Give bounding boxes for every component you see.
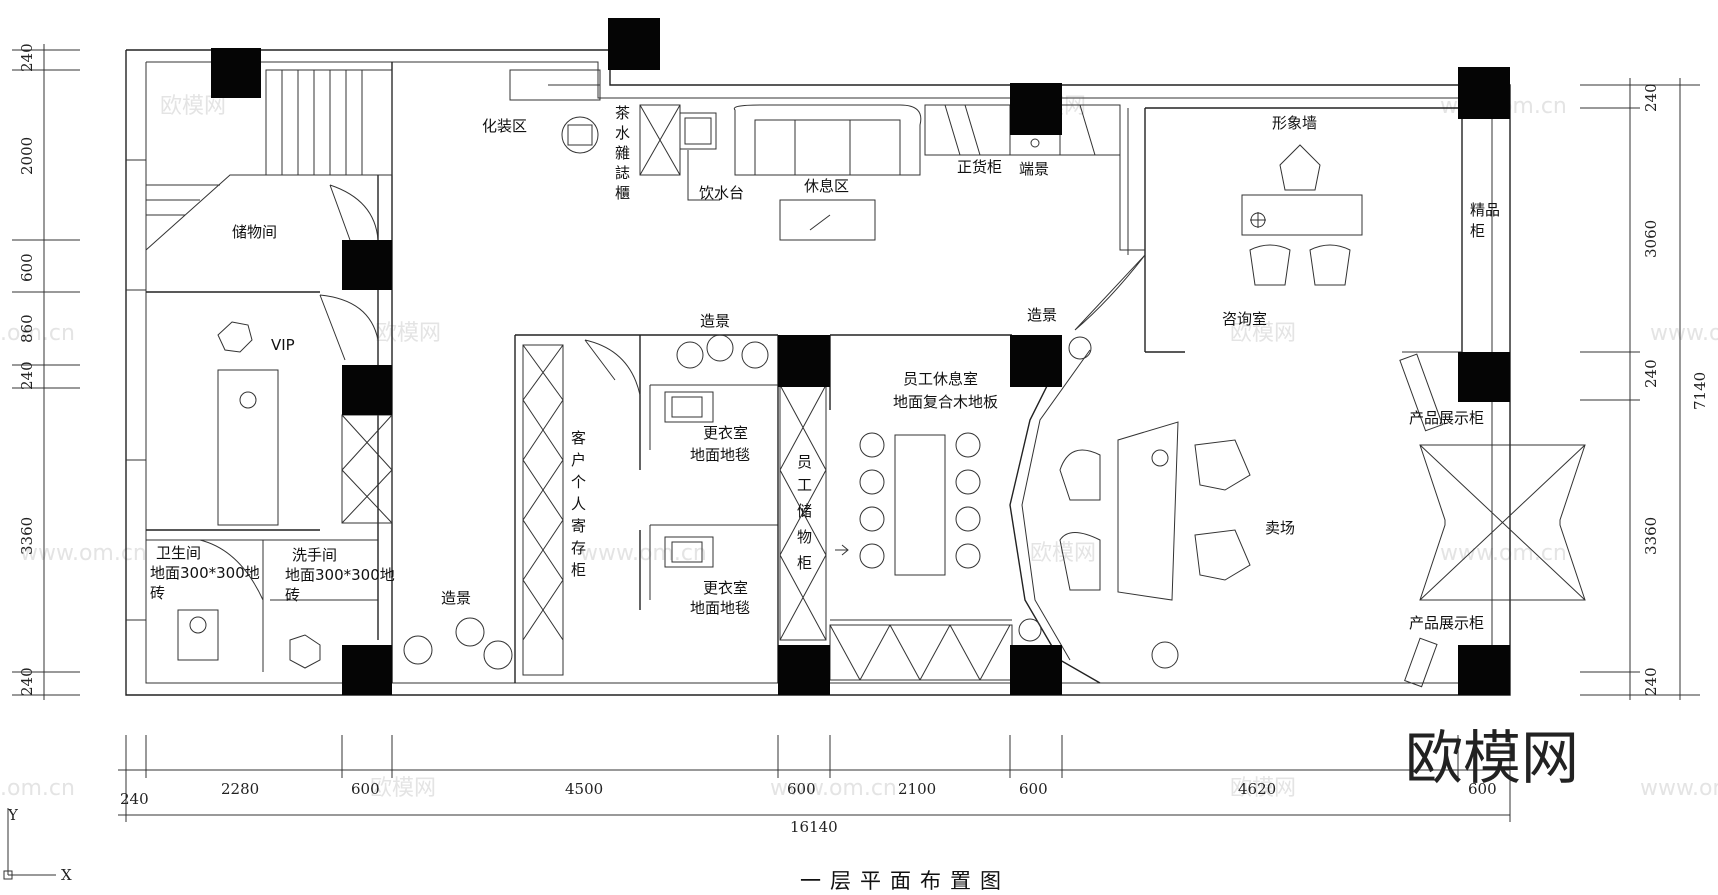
dimension-right: 240 3060 240 3360 240 7140 — [1580, 78, 1709, 700]
label-image-wall: 形象墙 — [1272, 114, 1317, 132]
dim-label: 240 — [1642, 83, 1660, 112]
dim-label: 600 — [351, 780, 380, 798]
watermark: 欧模网 — [160, 94, 226, 119]
dimension-left: 240 2000 600 860 240 3360 240 — [12, 43, 80, 700]
label-tea: 水 — [615, 124, 630, 142]
axis-indicator: Y X — [3, 806, 72, 884]
columns — [211, 18, 1510, 695]
label-storage: 储物间 — [232, 223, 277, 241]
label-locker: 存 — [571, 539, 586, 557]
label-wash-floor: 砖 — [285, 586, 300, 604]
brand-watermark: 欧模网 — [1405, 724, 1579, 792]
label-changing: 更衣室 — [703, 579, 748, 597]
label-staff-cabinet: 柜 — [797, 554, 812, 572]
label-washroom: 洗手间 — [292, 546, 337, 564]
label-water: 饮水台 — [699, 184, 744, 202]
dim-label: 600 — [1019, 780, 1048, 798]
label-wc-floor: 地面300*300地 — [150, 564, 260, 582]
watermark: www.om.cn — [770, 776, 897, 801]
label-product-cabinet: 产品展示柜 — [1409, 409, 1484, 427]
dim-label: 4500 — [565, 780, 603, 798]
label-lounge: 休息区 — [804, 177, 849, 195]
interior-walls — [145, 62, 1470, 684]
label-feature: 造景 — [1027, 306, 1057, 324]
label-goods-cabinet: 正货柜 — [957, 158, 1002, 176]
label-changing-floor: 地面地毯 — [690, 599, 750, 617]
dim-label: 3060 — [1642, 220, 1660, 258]
dim-total: 16140 — [790, 818, 838, 836]
label-staff-floor: 地面复合木地板 — [893, 393, 998, 411]
label-wc: 卫生间 — [156, 544, 201, 562]
dim-label: 600 — [1468, 780, 1497, 798]
drawing-title: 一层平面布置图 — [800, 869, 1010, 893]
label-wash-floor: 地面300*300地 — [285, 566, 395, 584]
dim-label: 240 — [18, 667, 36, 696]
watermark: www.om.cn — [20, 541, 147, 566]
watermark: www.om.cn — [1640, 776, 1718, 801]
dim-label: 3360 — [1642, 517, 1660, 555]
watermark: .om.cn — [0, 321, 75, 346]
dim-label: 600 — [18, 253, 36, 282]
dim-label: 2280 — [221, 780, 259, 798]
watermark: .om.cn — [0, 776, 75, 801]
room-labels: 化装区 茶 水 雜 誌 櫃 饮水台 休息区 正货柜 端景 形象墙 精品 柜 储物… — [150, 104, 1500, 632]
label-vip: VIP — [271, 336, 295, 354]
dim-label: 240 — [1642, 667, 1660, 696]
label-tea: 誌 — [615, 164, 630, 182]
dim-label: 240 — [120, 790, 149, 808]
label-feature: 造景 — [700, 312, 730, 330]
label-boutique: 精品 — [1470, 201, 1500, 219]
watermark: 欧模网 — [1230, 776, 1296, 801]
label-changing-floor: 地面地毯 — [690, 446, 750, 464]
label-sales: 卖场 — [1265, 519, 1295, 537]
label-locker: 人 — [571, 495, 586, 513]
label-locker: 柜 — [571, 561, 586, 579]
label-staff-cabinet: 物 — [797, 528, 812, 546]
axis-x-label: X — [61, 866, 72, 884]
label-boutique: 柜 — [1470, 222, 1485, 240]
dim-total-right: 7140 — [1691, 372, 1709, 410]
watermark: 欧模网 — [375, 321, 441, 346]
dim-label: 860 — [18, 314, 36, 343]
dim-label: 3360 — [18, 517, 36, 555]
label-locker: 寄 — [571, 517, 586, 535]
furniture — [177, 104, 1586, 688]
label-staff-cabinet: 工 — [797, 476, 812, 494]
watermark: 欧模网 — [370, 776, 436, 801]
watermark: www.om.cn — [1440, 541, 1567, 566]
dim-label: 240 — [18, 361, 36, 390]
label-tea: 茶 — [615, 104, 630, 122]
label-end-display: 端景 — [1019, 160, 1049, 178]
label-locker: 客 — [571, 429, 586, 447]
label-locker: 个 — [571, 473, 586, 491]
dim-label: 240 — [1642, 359, 1660, 388]
label-staff-cabinet: 储 — [797, 502, 812, 520]
dim-label: 240 — [18, 43, 36, 72]
watermark: www.om.cn — [1650, 321, 1718, 346]
label-wc-floor: 砖 — [150, 584, 165, 602]
dim-label: 4620 — [1238, 780, 1276, 798]
label-locker: 户 — [571, 451, 586, 469]
label-product-cabinet: 产品展示柜 — [1409, 614, 1484, 632]
label-tea: 雜 — [615, 144, 630, 162]
label-changing: 更衣室 — [703, 424, 748, 442]
label-staff-lounge: 员工休息室 — [903, 370, 978, 388]
label-makeup: 化装区 — [482, 117, 527, 135]
axis-y-label: Y — [7, 806, 19, 824]
dim-label: 2000 — [18, 137, 36, 175]
label-tea: 櫃 — [615, 184, 630, 202]
watermark: 欧模网 — [1230, 321, 1296, 346]
dimension-bottom: 240 2280 600 4500 600 2100 600 4620 600 … — [118, 735, 1511, 836]
label-staff-cabinet: 员 — [797, 453, 812, 471]
label-consult: 咨询室 — [1222, 310, 1267, 328]
label-feature: 造景 — [441, 589, 471, 607]
dim-label: 2100 — [898, 780, 936, 798]
dim-label: 600 — [787, 780, 816, 798]
